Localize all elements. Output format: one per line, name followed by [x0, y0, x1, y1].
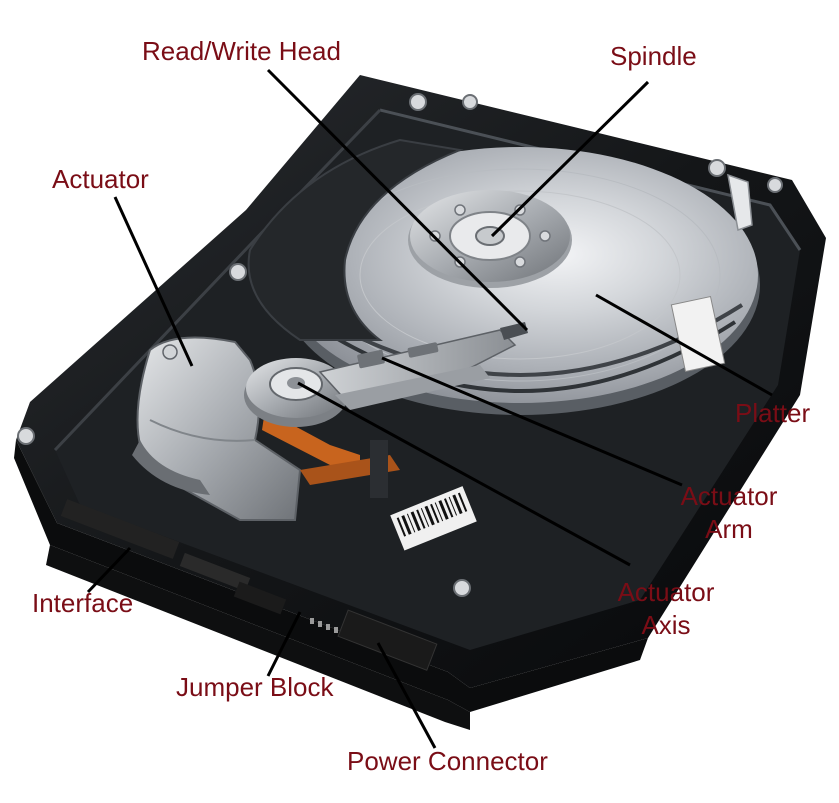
barcode-sticker: [390, 486, 477, 551]
label-read-write-head: Read/Write Head: [142, 36, 341, 66]
label-platter: Platter: [735, 398, 811, 428]
label-actuator-arm: Actuator Arm: [668, 480, 790, 546]
label-actuator-axis-line2: Axis: [641, 610, 691, 640]
spindle-hub: [408, 190, 572, 288]
label-actuator: Actuator: [52, 164, 149, 194]
label-power-connector: Power Connector: [347, 746, 548, 776]
label-actuator-axis-line1: Actuator: [617, 577, 715, 607]
leader-lines: [86, 68, 773, 749]
actuator-assembly: [132, 336, 302, 521]
actuator-arm: [318, 322, 528, 410]
connector-strip: [46, 499, 470, 730]
label-interface: Interface: [32, 588, 134, 618]
label-actuator-arm-line1: Actuator: [680, 481, 778, 511]
cover-plate: [247, 138, 464, 341]
label-actuator-axis: Actuator Axis: [605, 576, 727, 642]
label-jumper-block: Jumper Block: [176, 672, 334, 702]
label-actuator-arm-line2: Arm: [705, 514, 753, 544]
label-spindle: Spindle: [610, 41, 697, 71]
